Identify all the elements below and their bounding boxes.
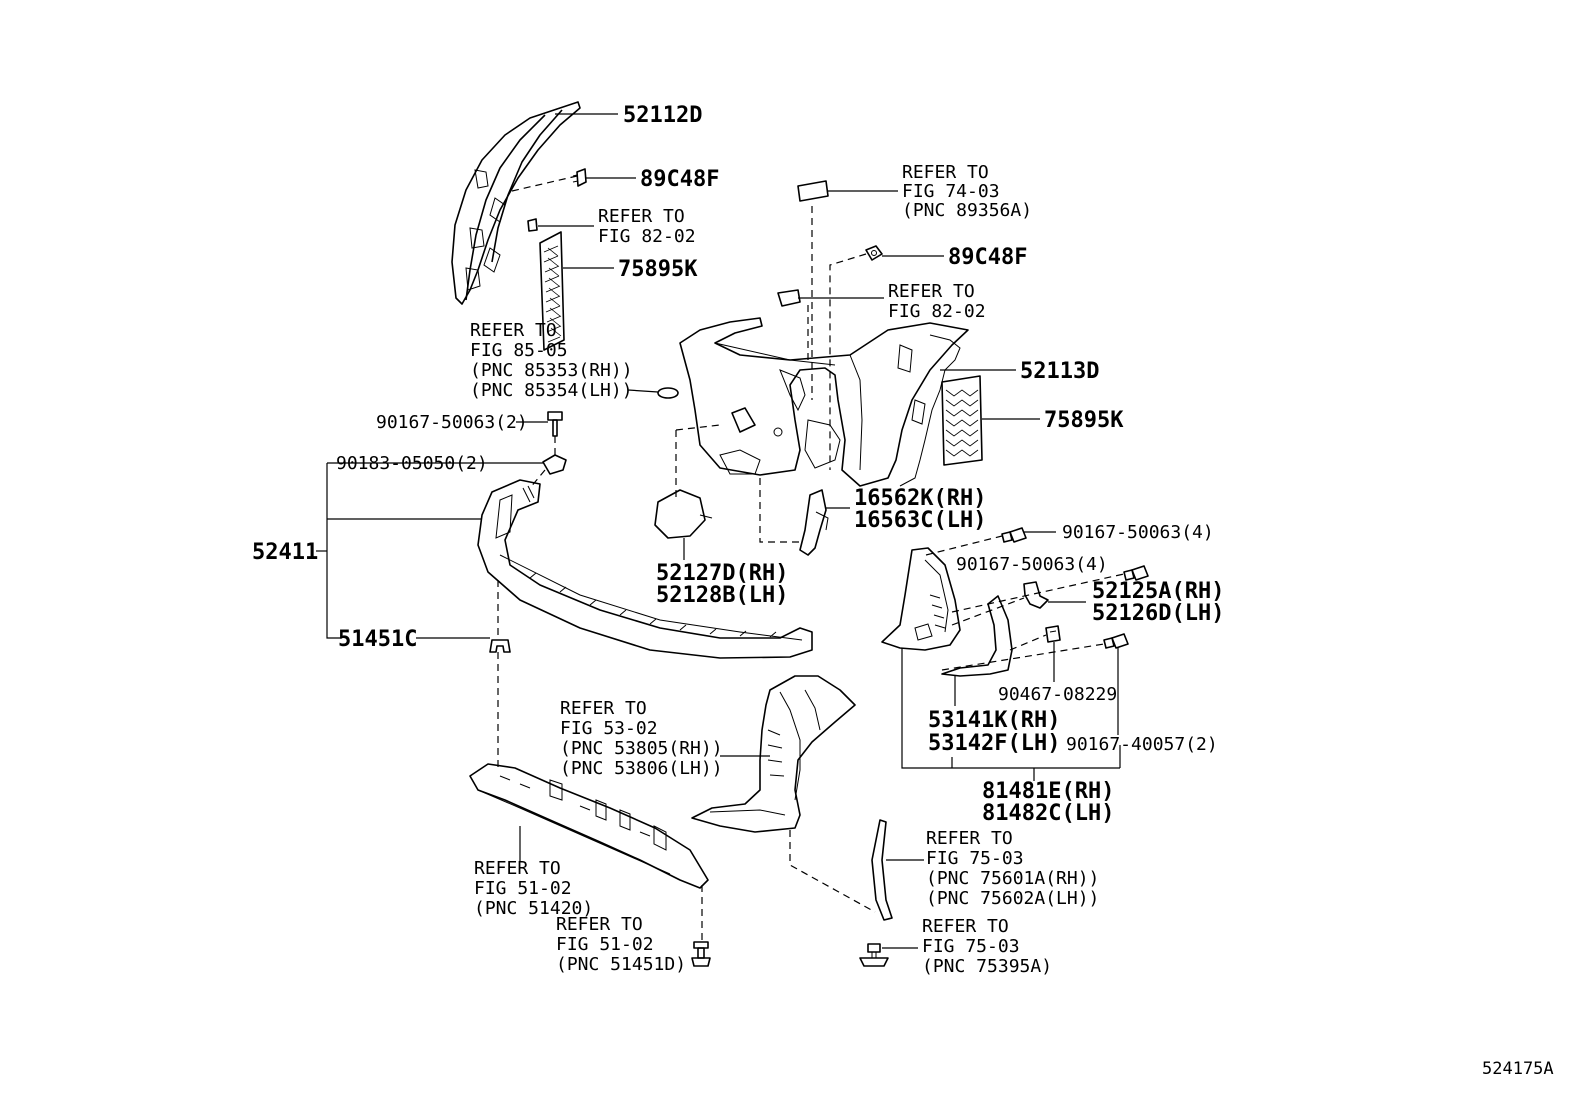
callout-refer-75-03-a-line4: (PNC 75602A(LH)) <box>926 888 1099 909</box>
callout-52113D: 52113D <box>1020 359 1099 384</box>
callout-refer-51-02-a-line1: REFER TO <box>474 858 561 879</box>
callout-refer-82-02-b-line1: REFER TO <box>888 281 975 302</box>
callout-52112D: 52112D <box>623 103 702 128</box>
bumper-extension-upper-left <box>451 101 581 305</box>
clip-icon <box>859 943 889 967</box>
callout-refer-85-05-line4: (PNC 85354(LH)) <box>470 380 633 401</box>
callout-refer-53-02-line2: FIG 53-02 <box>560 718 658 739</box>
seal-pad-left <box>539 231 565 351</box>
callout-refer-85-05-line2: FIG 85-05 <box>470 340 568 361</box>
bumper-cover <box>679 317 969 487</box>
bracket-icon <box>527 218 538 232</box>
nut-icon <box>542 454 567 475</box>
tow-hook-cover <box>654 489 713 539</box>
screw-icon <box>691 941 711 967</box>
callout-53142F: 53142F(LH) <box>928 731 1060 756</box>
callout-53141K: 53141K(RH) <box>928 708 1060 733</box>
callout-16563C: 16563C(LH) <box>854 508 986 533</box>
callout-refer-82-02-line1: REFER TO <box>598 206 685 227</box>
leader-lines <box>316 113 1121 949</box>
callout-75895K: 75895K <box>618 257 698 282</box>
callout-refer-82-02-b-line2: FIG 82-02 <box>888 301 986 322</box>
callout-16562K: 16562K(RH) <box>854 486 986 511</box>
clip-icon <box>572 168 587 187</box>
callout-refer-74-03-line3: (PNC 89356A) <box>902 200 1032 221</box>
callout-refer-75-03-a-line2: FIG 75-03 <box>926 848 1024 869</box>
callout-refer-53-02-line3: (PNC 53805(RH)) <box>560 738 723 759</box>
callout-refer-51-02-b-line2: FIG 51-02 <box>556 934 654 955</box>
callout-52126D: 52126D(LH) <box>1092 601 1224 626</box>
callout-52128B: 52128B(LH) <box>656 583 788 608</box>
callout-89C48F: 89C48F <box>640 167 719 192</box>
bolt-icon <box>547 411 563 437</box>
fender-liner <box>691 675 856 833</box>
callout-52411: 52411 <box>252 540 318 565</box>
callout-52127D: 52127D(RH) <box>656 561 788 586</box>
clip-icon <box>1045 625 1061 643</box>
callout-refer-75-03-a-line3: (PNC 75601A(RH)) <box>926 868 1099 889</box>
callout-refer-85-05-line1: REFER TO <box>470 320 557 341</box>
clip-icon <box>865 245 883 261</box>
retainer-clip-icon <box>489 639 511 653</box>
grommet-icon <box>657 387 679 399</box>
bumper-reinforcement <box>477 479 813 659</box>
callout-refer-82-02-line2: FIG 82-02 <box>598 226 696 247</box>
callout-refer-74-03-line2: FIG 74-03 <box>902 181 1000 202</box>
callout-refer-53-02-line4: (PNC 53806(LH)) <box>560 758 723 779</box>
bracket-52125A <box>1023 581 1049 609</box>
callout-refer-75-03-b-line2: FIG 75-03 <box>922 936 1020 957</box>
bracket-16562K <box>799 489 829 556</box>
callout-90167-40057: 90167-40057(2) <box>1066 734 1218 755</box>
callout-refer-53-02-line1: REFER TO <box>560 698 647 719</box>
callout-refer-75-03-b-line1: REFER TO <box>922 916 1009 937</box>
callout-refer-75-03-a-line1: REFER TO <box>926 828 1013 849</box>
callout-51451C: 51451C <box>338 627 417 652</box>
callout-90167-50063-2: 90167-50063(2) <box>376 412 528 433</box>
callout-90167-50063-4a: 90167-50063(4) <box>1062 522 1214 543</box>
callout-refer-74-03-line1: REFER TO <box>902 162 989 183</box>
callout-90467-08229: 90467-08229 <box>998 684 1117 705</box>
bolt-icon <box>1123 565 1149 581</box>
bracket-icon <box>777 289 801 307</box>
callout-refer-85-05-line3: (PNC 85353(RH)) <box>470 360 633 381</box>
callout-52125A: 52125A(RH) <box>1092 579 1224 604</box>
callout-81482C: 81482C(LH) <box>982 801 1114 826</box>
callout-labels: 52112D 89C48F REFER TO FIG 82-02 75895K … <box>252 103 1554 1079</box>
callout-90183-05050: 90183-05050(2) <box>336 453 488 474</box>
callout-refer-75-03-b-line3: (PNC 75395A) <box>922 956 1052 977</box>
wheel-arch-molding <box>871 819 893 921</box>
figure-id: 524175A <box>1482 1059 1554 1079</box>
callout-75895K-b: 75895K <box>1044 408 1124 433</box>
callout-refer-51-02-a-line3: (PNC 51420) <box>474 898 593 919</box>
callout-81481E: 81481E(RH) <box>982 779 1114 804</box>
fog-lamp-bezel <box>881 547 961 651</box>
callout-refer-51-02-b-line3: (PNC 51451D) <box>556 954 686 975</box>
seal-pad-right <box>941 375 983 466</box>
bolt-icon <box>1103 633 1129 649</box>
engine-under-cover <box>469 763 709 889</box>
sensor-cover-icon <box>797 180 829 202</box>
callout-refer-51-02-b-line1: REFER TO <box>556 914 643 935</box>
molding-53141K <box>941 595 1013 677</box>
dashed-guides <box>497 175 1125 942</box>
callout-refer-51-02-a-line2: FIG 51-02 <box>474 878 572 899</box>
bolt-icon <box>1001 527 1027 543</box>
callout-89C48F-b: 89C48F <box>948 245 1027 270</box>
callout-90167-50063-4b: 90167-50063(4) <box>956 554 1108 575</box>
